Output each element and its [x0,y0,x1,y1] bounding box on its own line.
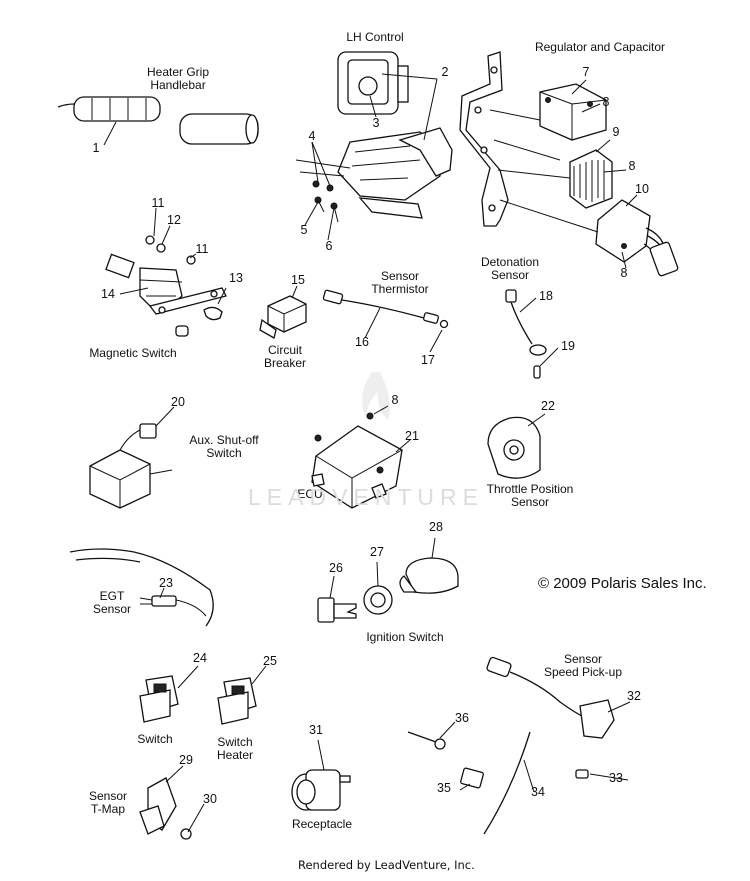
label-egt-sensor: EGT Sensor [92,589,132,616]
switch-heater-part [217,665,267,725]
label-aux-shutoff: Aux. Shut-off Switch [189,433,259,460]
callout-8-b: 8 [628,159,636,173]
callout-3: 3 [372,116,380,130]
callout-34: 34 [531,785,545,799]
callout-12: 12 [167,213,181,227]
callout-23: 23 [159,576,173,590]
callout-29: 29 [179,753,193,767]
callout-22: 22 [541,399,555,413]
callout-20: 20 [171,395,185,409]
callout-36: 36 [455,711,469,725]
switch-part [139,665,199,723]
callout-17: 17 [421,353,435,367]
callout-26: 26 [329,561,343,575]
label-ignition-switch: Ignition Switch [366,630,444,644]
callout-35: 35 [437,781,451,795]
label-switch-heater: Switch Heater [216,735,254,762]
callout-30: 30 [203,792,217,806]
copyright-notice: © 2009 Polaris Sales Inc. [538,575,707,592]
callout-24: 24 [193,651,207,665]
ignition-switch-part [317,537,459,623]
callout-21: 21 [405,429,419,443]
callout-6: 6 [325,239,333,253]
circuit-breaker-part [259,285,307,339]
callout-32: 32 [627,689,641,703]
label-circuit-breaker: Circuit Breaker [263,343,307,370]
callout-14: 14 [101,287,115,301]
label-magnetic-switch: Magnetic Switch [89,346,177,360]
callout-19: 19 [561,339,575,353]
callout-7: 7 [582,65,590,79]
callout-9: 9 [612,125,620,139]
callout-2: 2 [441,65,449,79]
callout-18: 18 [539,289,553,303]
callout-8-c: 8 [620,266,628,280]
callout-15: 15 [291,273,305,287]
speed-sensor-part [407,656,631,835]
throttle-position-sensor-part [487,413,546,479]
callout-10: 10 [635,182,649,196]
egt-sensor-part [69,548,214,627]
callout-11-b: 11 [195,242,209,256]
label-sensor-tmap: Sensor T-Map [88,789,128,816]
render-footer: Rendered by LeadVenture, Inc. [298,858,475,872]
label-receptacle: Receptacle [291,817,353,831]
callout-31: 31 [309,723,323,737]
label-throttle-position: Throttle Position Sensor [486,482,574,509]
aux-shutoff-switch-part [89,406,175,509]
callout-25: 25 [263,654,277,668]
callout-27: 27 [370,545,384,559]
heater-grip-part [57,96,259,146]
callout-5: 5 [300,223,308,237]
lh-control-part [295,51,453,241]
receptacle-part [291,739,351,811]
label-detonation-sensor: Detonation Sensor [480,255,540,282]
label-switch: Switch [137,732,173,746]
watermark-logo [362,372,390,420]
callout-16: 16 [355,335,369,349]
label-heater-grip: Heater Grip Handlebar [146,65,210,92]
callout-13: 13 [229,271,243,285]
regulator-part [459,51,679,277]
callout-1: 1 [92,141,100,155]
ecu-part [311,405,411,509]
sensor-tmap-part [139,765,205,840]
label-lh-control: LH Control [346,30,404,44]
label-ecu: ECU [297,487,323,501]
sensor-thermistor-part [322,289,449,353]
callout-8-a: 8 [602,95,610,109]
watermark-text: LEADVENTURE [248,484,484,510]
label-sensor-thermistor: Sensor Thermistor [371,269,429,296]
callout-33: 33 [609,771,623,785]
callout-11-a: 11 [151,196,165,210]
label-regulator: Regulator and Capacitor [534,40,666,54]
detonation-sensor-part [505,289,559,379]
callout-4: 4 [308,129,316,143]
magnetic-switch-part [105,207,227,337]
callout-28: 28 [429,520,443,534]
label-sensor-speed: Sensor Speed Pick-up [543,652,623,679]
callout-8-e: 8 [391,393,399,407]
